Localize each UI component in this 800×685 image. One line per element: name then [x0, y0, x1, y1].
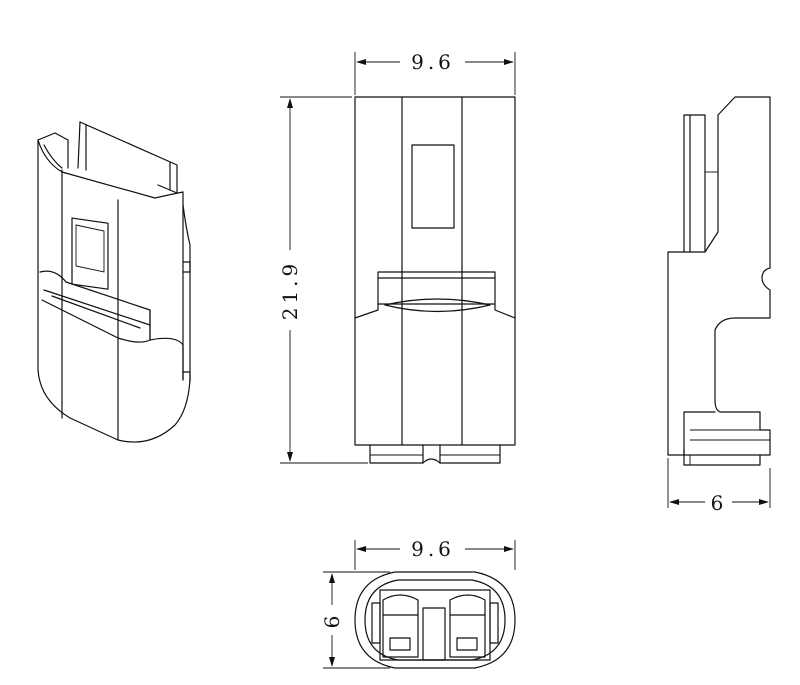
- isometric-view: [37, 121, 191, 443]
- front-height-label: 21.9: [278, 260, 302, 321]
- bottom-depth-label: 6: [320, 612, 344, 629]
- front-width-dimension: 9.6: [354, 50, 516, 95]
- front-view: [354, 96, 516, 464]
- side-depth-label: 6: [711, 491, 728, 515]
- side-depth-dimension: 6: [667, 458, 771, 515]
- bottom-view: [354, 571, 516, 669]
- side-view: [667, 96, 771, 466]
- front-width-label: 9.6: [411, 50, 455, 74]
- front-height-dimension: 21.9: [278, 96, 368, 464]
- bottom-width-label: 9.6: [411, 537, 455, 561]
- bottom-width-dimension: 9.6: [354, 537, 516, 570]
- bottom-depth-dimension: 6: [320, 571, 390, 669]
